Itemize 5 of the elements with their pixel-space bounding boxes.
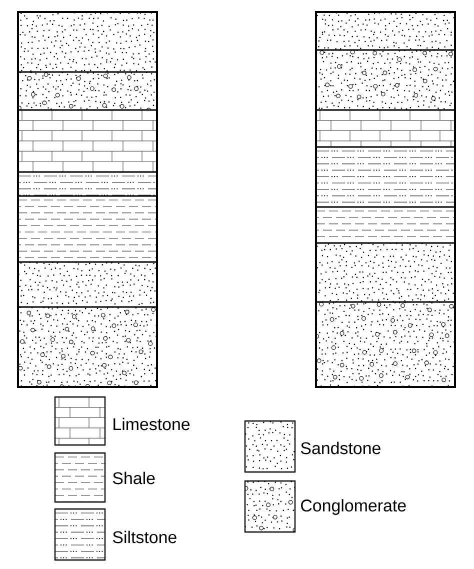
- legend-label: Siltstone: [112, 530, 176, 544]
- legend-label: Shale: [112, 472, 155, 484]
- legend-label: Conglomerate: [301, 499, 406, 515]
- legend-label: Sandstone: [300, 442, 380, 454]
- legend-label: Limestone: [114, 418, 190, 430]
